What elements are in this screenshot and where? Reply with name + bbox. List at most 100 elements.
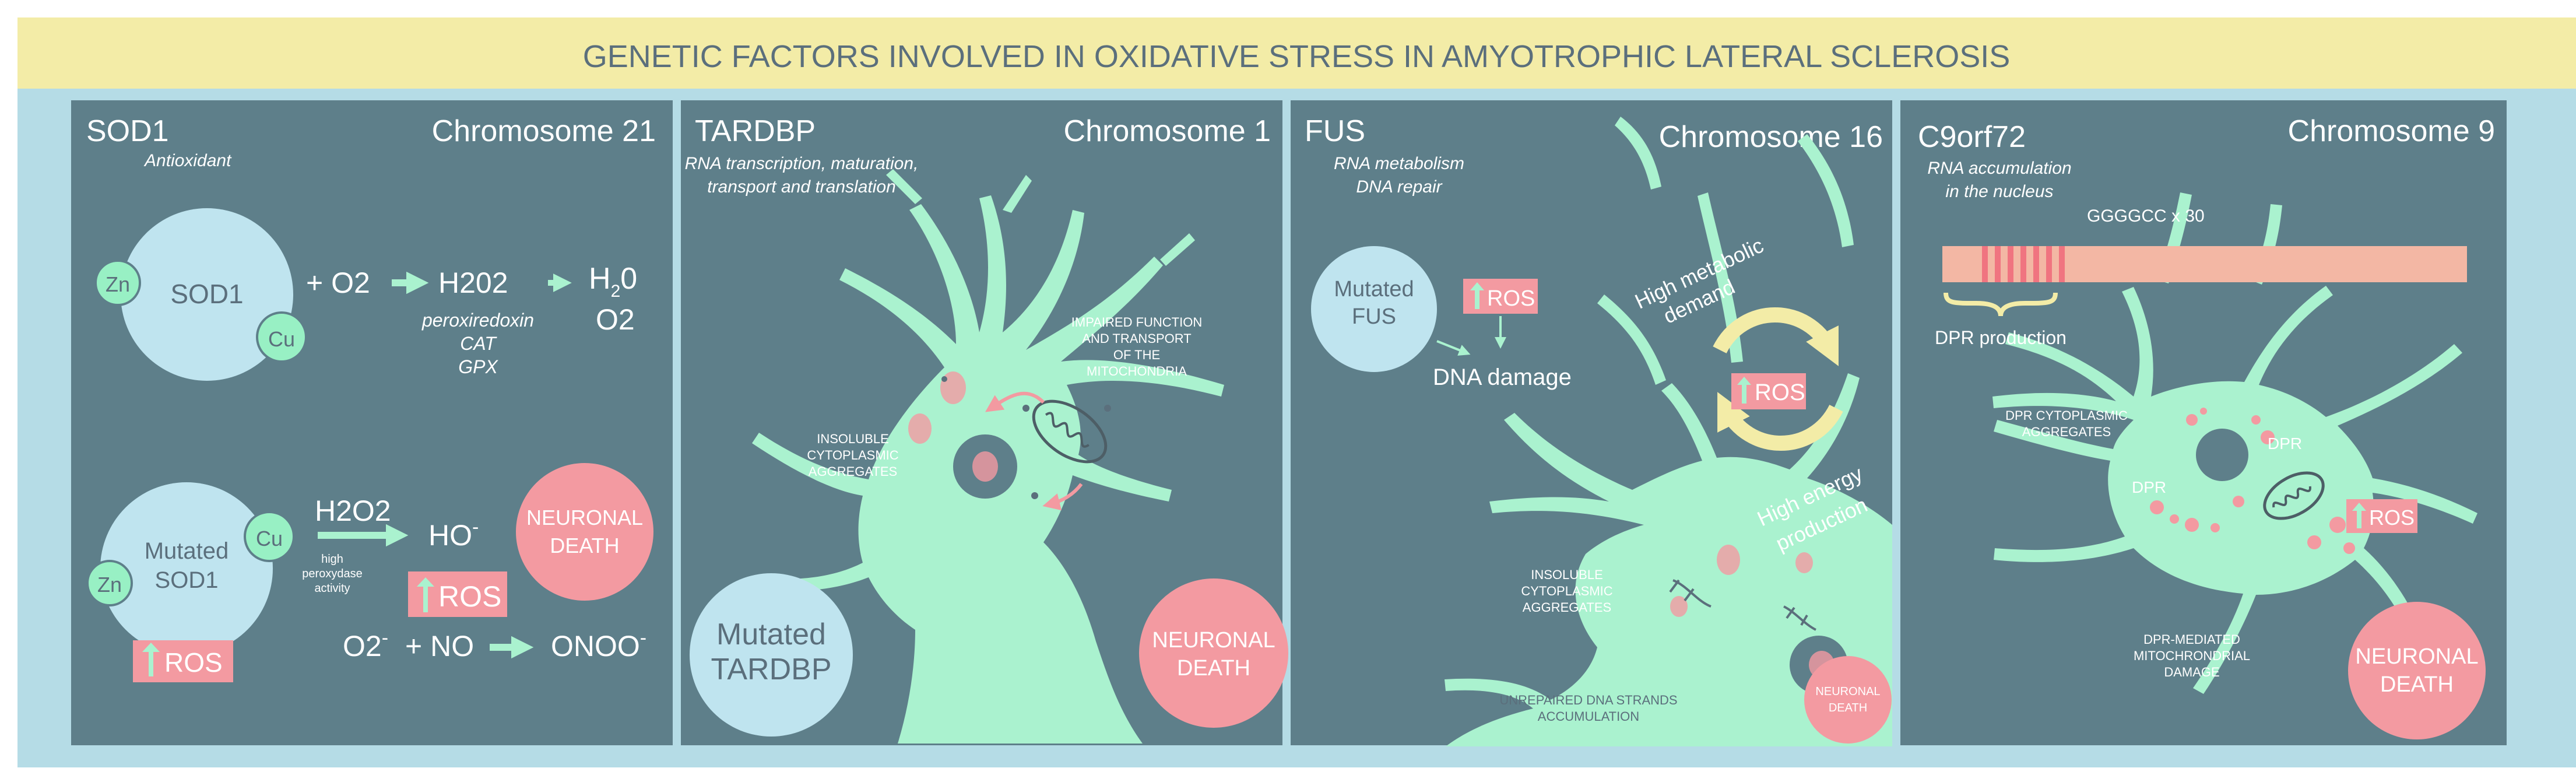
dna-damage-label: DNA damage bbox=[1433, 364, 1572, 390]
dpr-particle bbox=[2251, 415, 2261, 425]
fus-aggregate bbox=[1717, 545, 1740, 575]
ros-label-sod1-b: ROS bbox=[438, 580, 501, 613]
peroxydase-line1: high bbox=[321, 553, 343, 566]
mutated-fus-line1: Mutated bbox=[1334, 277, 1414, 301]
dpr-particle bbox=[2186, 414, 2198, 426]
neuronal-death-line2-c9orf72: DEATH bbox=[2380, 672, 2454, 697]
mutated-sod1-label-line2: SOD1 bbox=[155, 567, 219, 593]
up-arrow-icon bbox=[2352, 503, 2366, 528]
enzyme-peroxiredoxin: peroxiredoxin bbox=[421, 310, 534, 331]
fus-gene-label: FUS bbox=[1305, 114, 1365, 148]
c9orf72-function-line1: RNA accumulation bbox=[1927, 159, 2071, 178]
mutated-sod1-circle bbox=[100, 482, 273, 655]
neuronal-death-line2-sod1: DEATH bbox=[550, 534, 619, 557]
neuronal-death-line1-c9orf72: NEURONAL bbox=[2355, 644, 2478, 669]
cycle-arrow-icon bbox=[1717, 392, 1843, 451]
zn-label-mutated: Zn bbox=[97, 573, 122, 597]
repeat-label: GGGGCC x 30 bbox=[2087, 206, 2205, 226]
repeat-stripe bbox=[2008, 246, 2013, 282]
repeat-stripe bbox=[2033, 246, 2039, 282]
tardbp-gene-label: TARDBP bbox=[695, 114, 816, 148]
impaired-line3: OF THE bbox=[1113, 348, 1160, 362]
fus-dendrite bbox=[1798, 134, 1854, 247]
neuronal-death-circle-tardbp bbox=[1139, 578, 1288, 728]
up-arrow-icon bbox=[142, 643, 160, 676]
sod1-function: Antioxidant bbox=[143, 151, 232, 170]
mutated-fus-line2: FUS bbox=[1352, 304, 1396, 329]
dpr-aggregates-line2: AGGREGATES bbox=[2022, 425, 2111, 439]
sod1-circle bbox=[121, 208, 293, 381]
enzyme-gpx: GPX bbox=[458, 356, 498, 377]
dpr-particle bbox=[2170, 514, 2179, 524]
tardbp-function-line1: RNA transcription, maturation, bbox=[685, 154, 919, 173]
tardbp-dendrite-tip bbox=[1160, 233, 1195, 266]
tardbp-transport-arrow bbox=[1042, 483, 1083, 511]
dpr-particle bbox=[2307, 535, 2321, 549]
mutated-tardbp-line1: Mutated bbox=[716, 618, 826, 651]
figure-title: GENETIC FACTORS INVOLVED IN OXIDATIVE ST… bbox=[583, 39, 2011, 74]
up-arrow-icon bbox=[1470, 282, 1484, 309]
zn-label: Zn bbox=[106, 272, 130, 296]
peroxydase-line2: peroxydase bbox=[302, 567, 362, 580]
tardbp-insoluble-line2: CYTOPLASMIC bbox=[807, 448, 898, 462]
neuronal-death-circle-fus bbox=[1804, 656, 1892, 744]
neuronal-death-line1-tardbp: NEURONAL bbox=[1152, 628, 1275, 653]
tardbp-insoluble-line1: INSOLUBLE bbox=[817, 432, 889, 446]
tardbp-particle bbox=[1104, 405, 1111, 412]
dpr-label-1: DPR bbox=[2268, 434, 2302, 453]
c9orf72-neuron bbox=[1992, 286, 2477, 694]
dpr-damage-line3: DAMAGE bbox=[2164, 665, 2219, 679]
dpr-particle bbox=[2329, 517, 2346, 533]
tardbp-insoluble-line3: AGGREGATES bbox=[809, 464, 897, 479]
enzyme-cat: CAT bbox=[460, 333, 497, 354]
fus-insoluble-line3: AGGREGATES bbox=[1523, 600, 1611, 615]
cu-label-mutated: Cu bbox=[256, 527, 283, 550]
tardbp-dendrite-tip bbox=[886, 169, 922, 204]
ros-label-fus: ROS bbox=[1487, 286, 1535, 311]
unrepaired-line1: UNREPAIRED DNA STRANDS bbox=[1499, 693, 1677, 707]
tardbp-particle bbox=[1022, 405, 1029, 412]
tardbp-transport-arrow bbox=[985, 391, 1045, 412]
dpr-damage-line2: MITOCHRONDRIAL bbox=[2134, 648, 2250, 663]
dna-strand-icon bbox=[1669, 579, 1712, 608]
repeat-stripe bbox=[2059, 246, 2065, 282]
zn-circle bbox=[94, 260, 141, 306]
tardbp-dendrite-tip bbox=[1003, 175, 1032, 213]
impaired-line2: AND TRANSPORT bbox=[1082, 331, 1191, 346]
fus-dendrite bbox=[1698, 192, 1743, 363]
mutated-sod1-label-line1: Mutated bbox=[145, 538, 229, 564]
mutated-tardbp-line2: TARDBP bbox=[711, 653, 831, 686]
c9orf72-nucleus bbox=[2196, 429, 2248, 481]
repeat-stripe bbox=[1982, 246, 1988, 282]
cu-label: Cu bbox=[268, 327, 295, 351]
dpr-production-label: DPR production bbox=[1935, 327, 2067, 348]
tardbp-nuclear-aggregate bbox=[972, 451, 998, 482]
fus-chromosome-label: Chromosome 16 bbox=[1659, 120, 1883, 154]
dpr-label-2: DPR bbox=[2132, 478, 2166, 496]
neuronal-death-line2-tardbp: DEATH bbox=[1177, 656, 1250, 681]
ho-label: HO- bbox=[428, 516, 479, 552]
unrepaired-line2: ACCUMULATION bbox=[1538, 709, 1639, 724]
dpr-particle bbox=[2261, 430, 2275, 444]
tardbp-function-line2: transport and translation bbox=[707, 177, 896, 197]
fus-insoluble-line2: CYTOPLASMIC bbox=[1521, 584, 1612, 598]
c9orf72-chromosome-label: Chromosome 9 bbox=[2288, 114, 2495, 148]
repeat-bar bbox=[1942, 246, 2467, 282]
neuronal-death-circle-sod1 bbox=[516, 463, 653, 601]
superoxide-label: O2- bbox=[343, 627, 388, 662]
neuronal-death-line1-fus: NEURONAL bbox=[1815, 685, 1880, 698]
arrow-fus-to-dna bbox=[1436, 340, 1471, 356]
tardbp-chromosome-label: Chromosome 1 bbox=[1064, 114, 1271, 148]
h2o2-mutated-label: H2O2 bbox=[315, 495, 391, 527]
fus-aggregate bbox=[1795, 552, 1813, 573]
sod1-circle-label: SOD1 bbox=[170, 279, 243, 309]
title-band bbox=[17, 17, 2576, 89]
fus-function-line1: RNA metabolism bbox=[1334, 154, 1464, 173]
impaired-line1: IMPAIRED FUNCTION bbox=[1071, 315, 1202, 329]
onoo-label: ONOO- bbox=[551, 627, 646, 662]
repeat-stripe bbox=[2046, 246, 2052, 282]
peroxydase-line3: activity bbox=[314, 582, 350, 595]
dpr-particle bbox=[2200, 408, 2207, 415]
